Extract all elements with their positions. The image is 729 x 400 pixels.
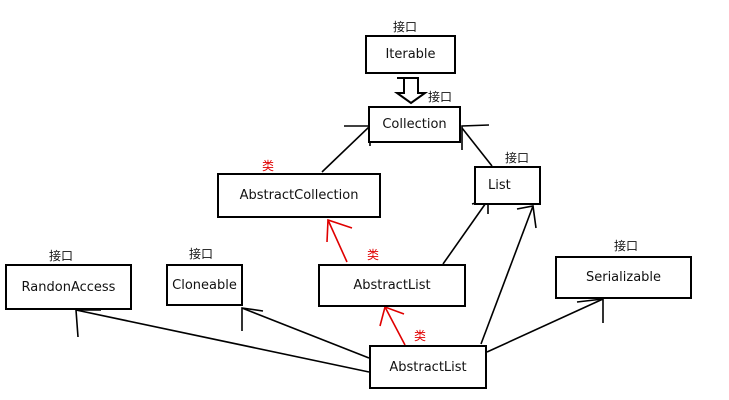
arrow-bottom-abstractlist-to-list <box>480 205 534 345</box>
tag-serializable: 接口 <box>614 239 639 253</box>
tag-abstract-collection: 类 <box>262 159 275 173</box>
arrow-abstractlist-to-abstractcollection <box>327 219 348 263</box>
arrowhead-abstractlist <box>379 305 405 327</box>
tag-cloneable: 接口 <box>189 247 214 261</box>
node-abstract-list-child: AbstractList <box>369 345 487 389</box>
tag-list: 接口 <box>505 151 530 165</box>
node-abstract-list-parent: AbstractList <box>318 264 466 307</box>
arrow-bottom-abstractlist-to-abstractlist <box>384 306 406 346</box>
arrow-bottom-abstractlist-to-cloneable <box>241 307 370 359</box>
arrow-list-to-collection <box>461 127 493 167</box>
node-serializable: Serializable <box>555 256 692 299</box>
tag-iterable: 接口 <box>393 20 418 34</box>
node-collection: Collection <box>368 106 461 143</box>
arrowhead-list-right <box>516 205 537 229</box>
arrowhead-serializable <box>576 298 604 323</box>
arrow-abstractcollection-to-collection <box>321 125 371 173</box>
arrow-bottom-abstractlist-to-serializable <box>486 298 604 353</box>
arrow-collection-to-iterable <box>393 77 429 105</box>
node-list: List <box>474 166 541 205</box>
node-randon-access: RandonAccess <box>5 264 132 310</box>
tag-abstract-list-parent: 类 <box>367 248 380 262</box>
arrowhead-abstractcollection <box>326 218 353 243</box>
arrowhead-randonaccess <box>75 309 101 338</box>
node-abstract-collection: AbstractCollection <box>217 173 381 218</box>
arrow-bottom-abstractlist-to-randonaccess <box>75 309 370 373</box>
tag-randon-access: 接口 <box>49 249 74 263</box>
node-cloneable: Cloneable <box>166 264 243 306</box>
arrowhead-collection-right <box>461 124 490 150</box>
arrow-abstractlist-to-list <box>442 199 489 265</box>
node-iterable: Iterable <box>365 35 456 74</box>
tag-collection: 接口 <box>428 90 453 104</box>
tag-abstract-list-child: 类 <box>414 329 427 343</box>
arrowhead-cloneable <box>241 307 264 331</box>
